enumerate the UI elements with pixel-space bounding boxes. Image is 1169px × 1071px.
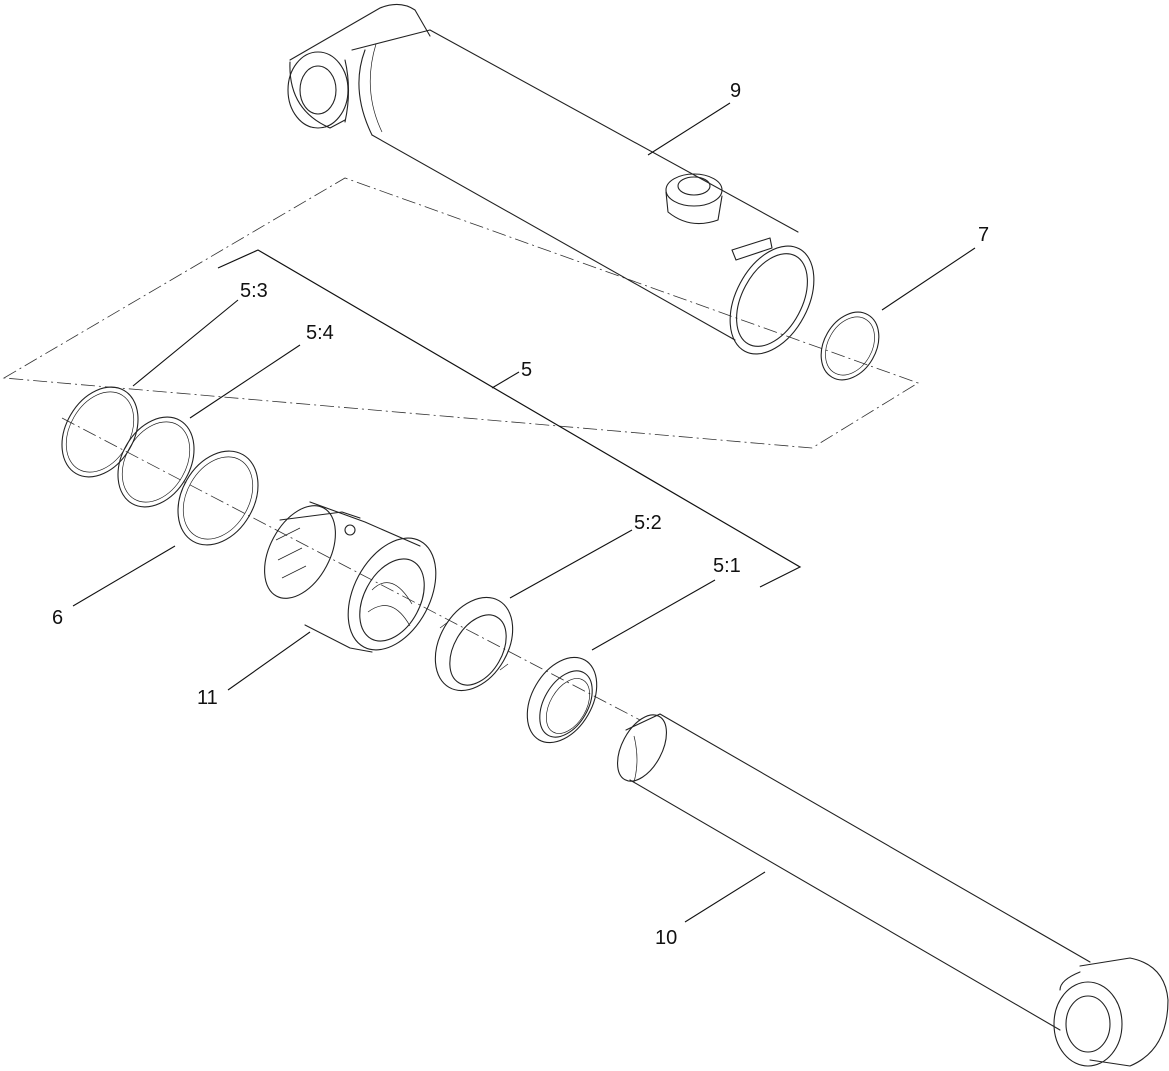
o-ring-5-3: [61, 386, 139, 478]
gland-head: [264, 501, 437, 653]
snap-ring: [820, 311, 880, 381]
callout-10: 10: [655, 927, 677, 949]
piston-rod: [617, 713, 1169, 1067]
assembly-boundary: [2, 177, 919, 449]
callout-6: 6: [52, 607, 63, 629]
center-axis: [61, 417, 641, 721]
callout-5-4: 5:4: [306, 322, 334, 344]
kit-5-bracket: [217, 249, 802, 588]
rod-seal-5-1: [526, 656, 598, 744]
cylinder-barrel: [287, 3, 815, 355]
callout-5: 5: [521, 359, 532, 381]
wiper-seal-5-2: [434, 596, 514, 692]
callout-7: 7: [978, 224, 989, 246]
callout-5-3: 5:3: [240, 280, 268, 302]
callout-5-2: 5:2: [634, 512, 662, 534]
leader-lines: [72, 102, 976, 923]
o-ring-5-4: [117, 416, 195, 508]
callout-11: 11: [197, 687, 218, 709]
backup-ring-6: [177, 450, 259, 546]
callout-9: 9: [730, 80, 741, 102]
callout-labels: 9 7 5 5:3 5:4 6 11 5:2 5:1 10: [52, 80, 989, 949]
callout-5-1: 5:1: [713, 555, 741, 577]
